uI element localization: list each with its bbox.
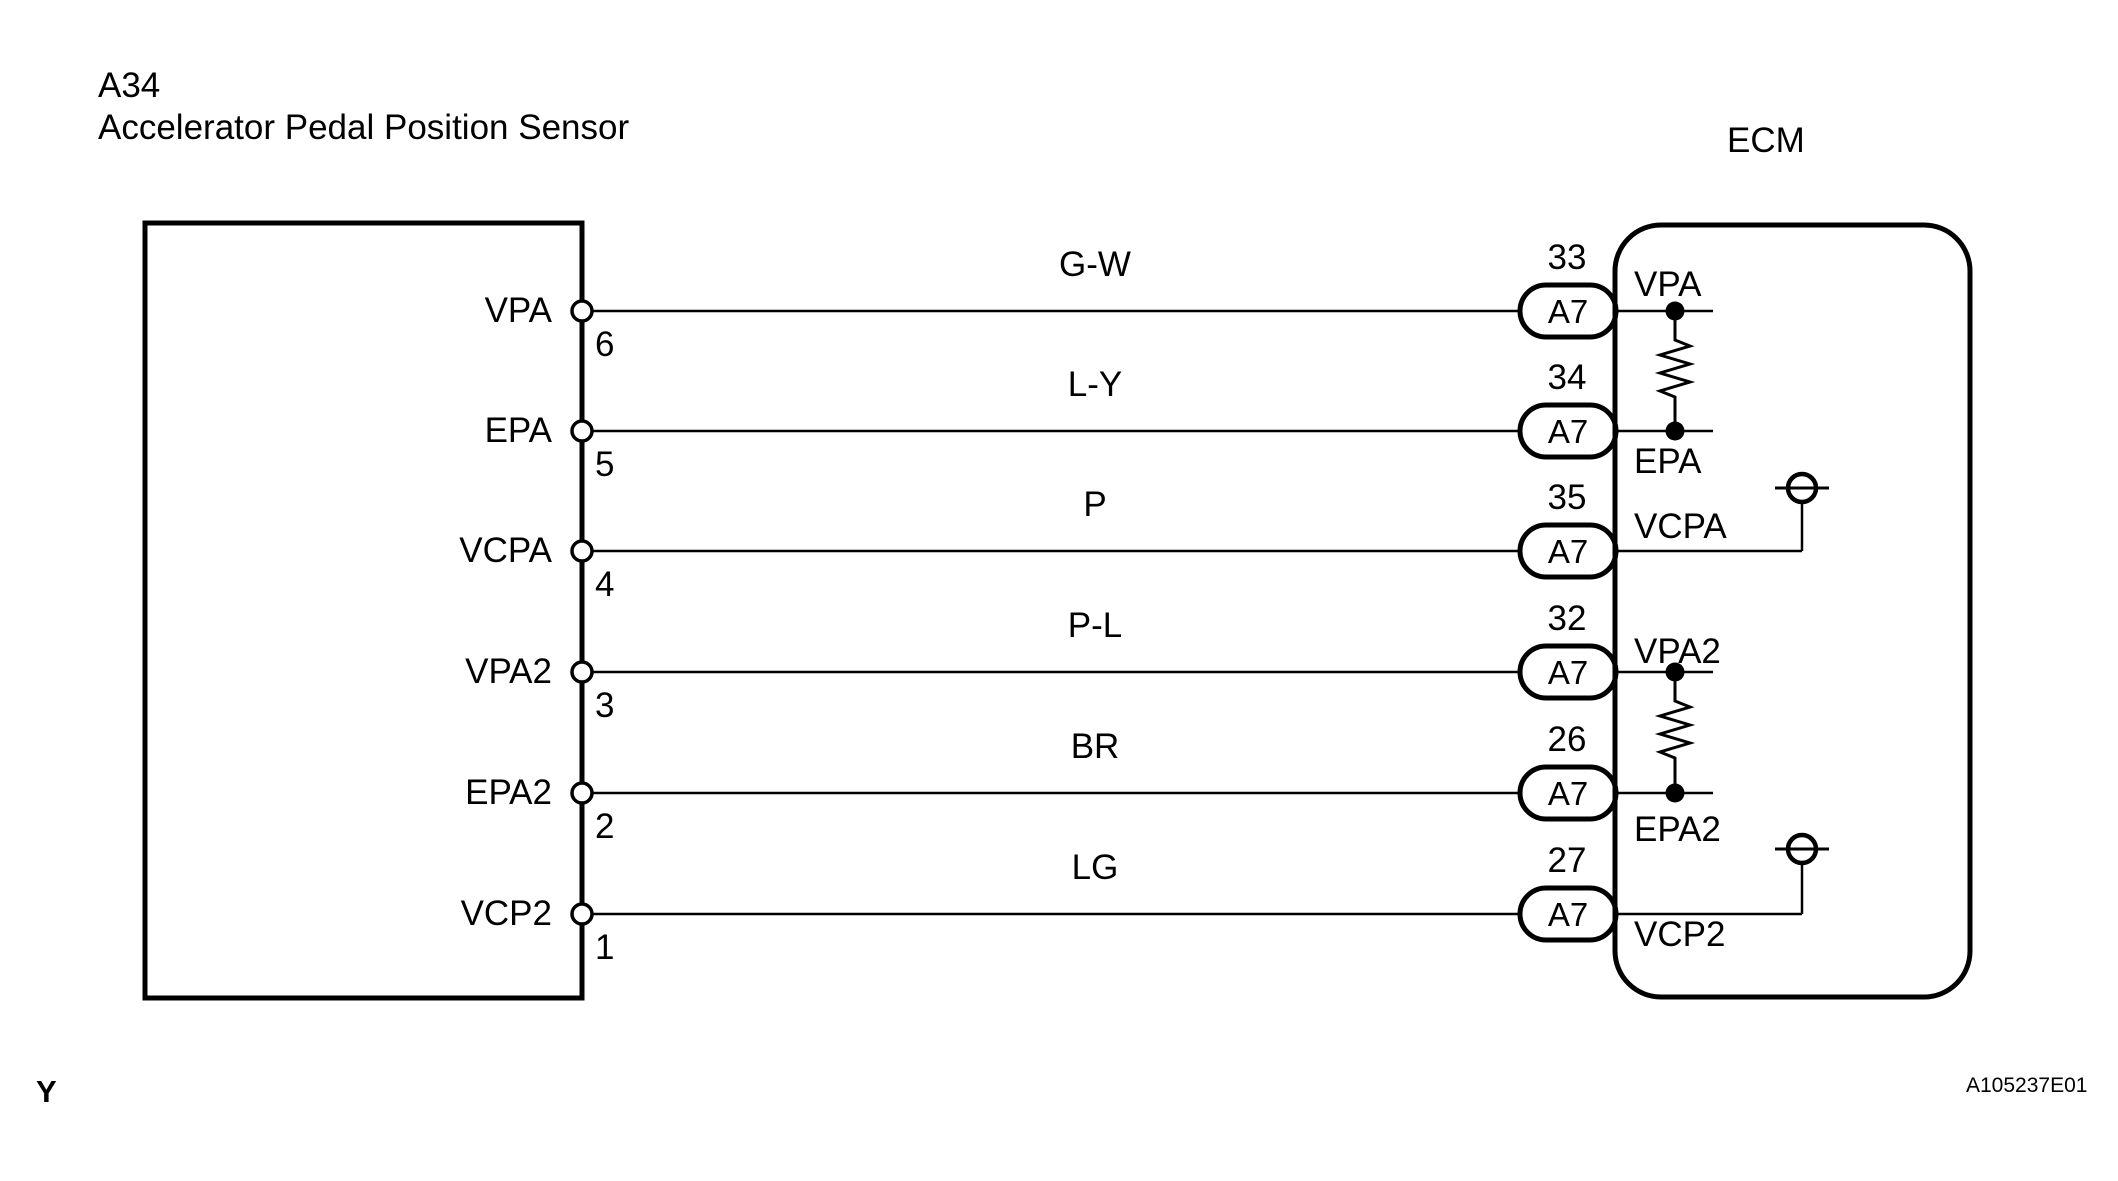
ecm-terminal-number-34: 34 (1547, 358, 1587, 397)
sensor-pin-label-vcp2: VCP2 (460, 894, 552, 933)
sensor-pin-number-6: 6 (595, 325, 615, 364)
page-marker: Y (36, 1074, 57, 1109)
junction-dot-vpa2 (1665, 662, 1685, 682)
ecm-signal-vcp2: VCP2 (1634, 915, 1726, 954)
sensor-pin-number-4: 4 (595, 565, 615, 604)
connector-code-32: A7 (1547, 654, 1589, 691)
sensor-pin-terminal-1 (570, 902, 594, 926)
sensor-id: A34 (98, 66, 161, 105)
sensor-pin-terminal-2 (570, 781, 594, 805)
sensor-pin-terminal-5 (570, 419, 594, 443)
wire-color-label-epa: L-Y (1067, 365, 1123, 404)
sensor-pin-number-5: 5 (595, 445, 615, 484)
ecm-terminal-number-33: 33 (1547, 238, 1587, 277)
ecm-signal-epa: EPA (1634, 442, 1702, 481)
sensor-pin-terminal-6 (570, 299, 594, 323)
ecm-signal-epa2: EPA2 (1634, 810, 1721, 849)
figure-code: A105237E01 (1966, 1074, 2088, 1097)
connector-code-27: A7 (1547, 896, 1589, 933)
resistor-symbol-vpa2-epa2 (1654, 672, 1696, 793)
sensor-pin-label-epa: EPA (484, 411, 552, 450)
ecm-signal-vpa2: VPA2 (1634, 632, 1721, 671)
junction-dot-epa (1665, 421, 1685, 441)
connector-code-34: A7 (1547, 413, 1589, 450)
sensor-pin-terminal-3 (570, 660, 594, 684)
ecm-signal-vcpa: VCPA (1634, 507, 1727, 546)
wire-color-label-vpa: G-W (1059, 245, 1131, 284)
ecm-box (1612, 222, 1973, 1000)
ecm-signal-vpa: VPA (1634, 265, 1702, 304)
wire-color-label-vpa2: P-L (1067, 606, 1123, 645)
sensor-pin-number-1: 1 (595, 928, 615, 967)
ecm-terminal-number-26: 26 (1547, 720, 1587, 759)
connector-code-35: A7 (1547, 533, 1589, 570)
sensor-box (142, 220, 585, 1001)
sensor-pin-label-vcpa: VCPA (459, 531, 552, 570)
sensor-pin-label-epa2: EPA2 (465, 773, 552, 812)
sensor-pin-number-2: 2 (595, 807, 615, 846)
sensor-pin-label-vpa: VPA (484, 291, 552, 330)
sensor-pin-terminal-4 (570, 539, 594, 563)
resistor-symbol-vpa-epa (1654, 311, 1696, 431)
junction-dot-epa2 (1665, 783, 1685, 803)
ecm-terminal-number-32: 32 (1547, 599, 1587, 638)
junction-dot-vpa (1665, 301, 1685, 321)
ecm-terminal-number-27: 27 (1547, 841, 1587, 880)
sensor-pin-number-3: 3 (595, 686, 615, 725)
ecm-terminal-number-35: 35 (1547, 478, 1587, 517)
ecm-label: ECM (1727, 121, 1805, 160)
wire-color-label-vcpa: P (1083, 485, 1107, 524)
sensor-pin-label-vpa2: VPA2 (465, 652, 552, 691)
wire-color-label-vcp2: LG (1071, 848, 1119, 887)
sensor-name: Accelerator Pedal Position Sensor (98, 108, 630, 147)
wire-color-label-epa2: BR (1070, 727, 1120, 766)
connector-code-26: A7 (1547, 775, 1589, 812)
connector-code-33: A7 (1547, 293, 1589, 330)
